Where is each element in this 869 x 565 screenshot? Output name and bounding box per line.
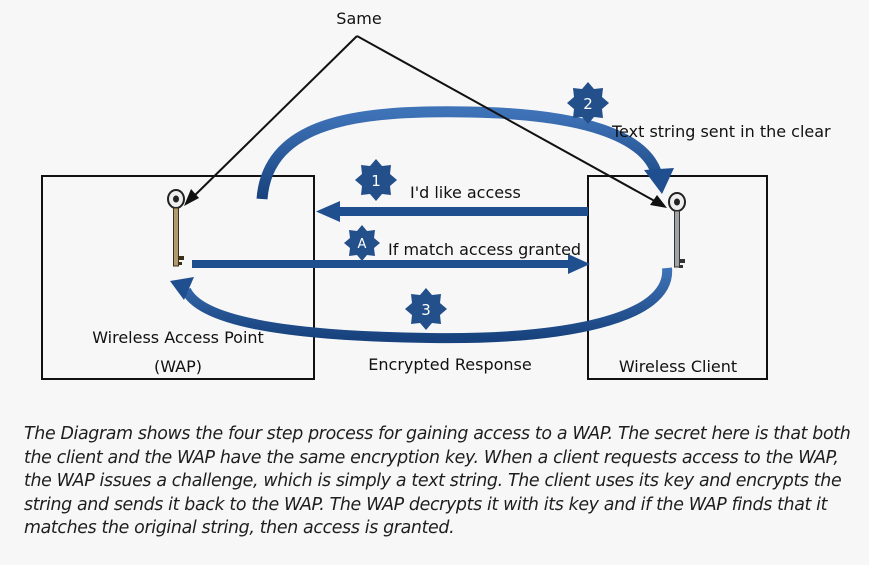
key-icon: [167, 189, 185, 267]
step-3-badge-label: 3: [421, 301, 431, 319]
diagram-caption: The Diagram shows the four step process …: [24, 424, 851, 538]
arrow-grant-head: [568, 254, 590, 274]
arrow-request-head: [316, 201, 340, 222]
wap-box: [41, 175, 315, 380]
wap-label-line1: Wireless Access Point: [92, 328, 264, 347]
same-pointer-right-head: [650, 195, 667, 208]
key-icon: [668, 192, 686, 268]
same-pointer-right: [356, 35, 661, 205]
curved-arrow-top: [256, 106, 663, 200]
same-label: Same: [336, 9, 381, 28]
client-label: Wireless Client: [619, 357, 737, 376]
curved-arrow-bottom: [181, 267, 673, 344]
curved-arrow-top-head: [644, 168, 674, 194]
step-a-badge: A: [344, 225, 380, 261]
step-a-badge-label: A: [358, 237, 367, 252]
step-2-badge-label: 2: [583, 95, 593, 113]
client-box: [587, 175, 768, 380]
step-2-badge: 2: [567, 82, 609, 124]
arrow-request-shaft: [338, 207, 588, 216]
step-a-text: If match access granted: [388, 240, 581, 259]
step-3-badge: 3: [405, 288, 447, 330]
step-1-badge-label: 1: [371, 172, 381, 190]
step-1-badge: 1: [355, 159, 397, 201]
step-3-text: Encrypted Response: [368, 355, 531, 374]
curved-arrow-bottom-head: [170, 277, 194, 300]
same-pointer-left: [189, 35, 358, 201]
same-pointer-left-head: [184, 189, 199, 206]
step-2-text: Text string sent in the clear: [611, 122, 831, 141]
wap-label-line2: (WAP): [154, 357, 202, 376]
arrow-grant-shaft: [192, 260, 572, 268]
step-1-text: I'd like access: [410, 183, 521, 202]
